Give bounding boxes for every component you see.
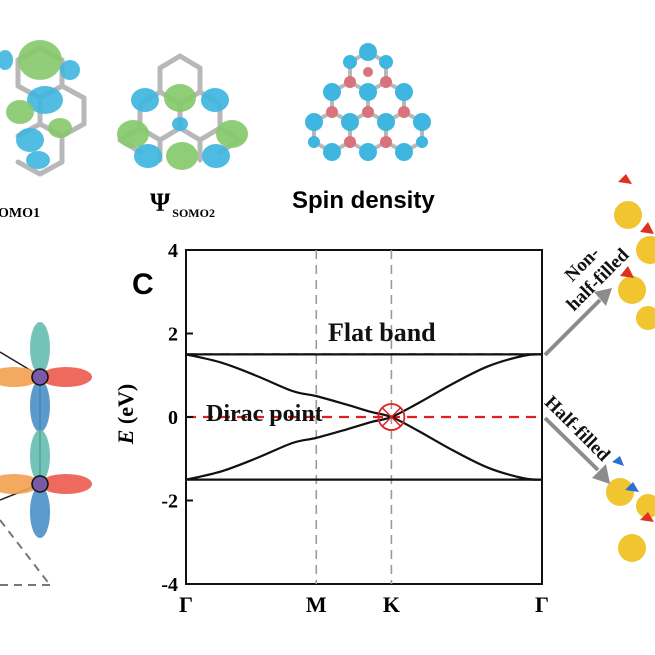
psi-symbol: Ψ: [150, 188, 171, 217]
y-tick-label-2: 0: [168, 407, 178, 429]
band-line-2: [185, 353, 543, 481]
y-tick-label-1: 2: [168, 324, 178, 346]
dirac-point-label: Dirac point: [206, 401, 323, 427]
half-filled-arrow: [543, 416, 610, 484]
somo2-subscript: SOMO2: [172, 206, 215, 220]
x-tick-label-3: Γ: [535, 592, 549, 617]
flat-band-label: Flat band: [328, 318, 436, 347]
y-axis-label-symbol: E: [113, 429, 138, 445]
band-structure-chart: 4 2 0 -2 -4 Γ M K Γ: [161, 240, 549, 617]
somo2-molecule-image: [117, 53, 248, 170]
dirac-point-marker: [377, 403, 406, 431]
x-tick-label-0: Γ: [179, 592, 193, 617]
y-tick-label-3: -2: [161, 491, 178, 513]
orbital-lattice-diagram: [0, 322, 92, 586]
x-tick-label-1: M: [306, 592, 327, 617]
spin-density-molecule-image: [305, 43, 431, 161]
y-tick-label-4: -4: [161, 574, 178, 596]
non-half-filled-arrow: [543, 288, 612, 357]
y-axis-label-text: E (eV): [113, 383, 138, 445]
dirac-point-cross-b: [381, 407, 401, 427]
band-line-1: [185, 353, 543, 481]
somo1-label: OMO1: [0, 206, 40, 221]
panel-letter-c: C: [132, 268, 154, 301]
right-atom-clusters: [606, 174, 655, 562]
x-tick-label-2: K: [383, 592, 400, 617]
y-tick-label-0: 4: [168, 240, 178, 262]
spin-density-label: Spin density: [292, 187, 435, 214]
somo1-molecule-image: [0, 40, 87, 177]
